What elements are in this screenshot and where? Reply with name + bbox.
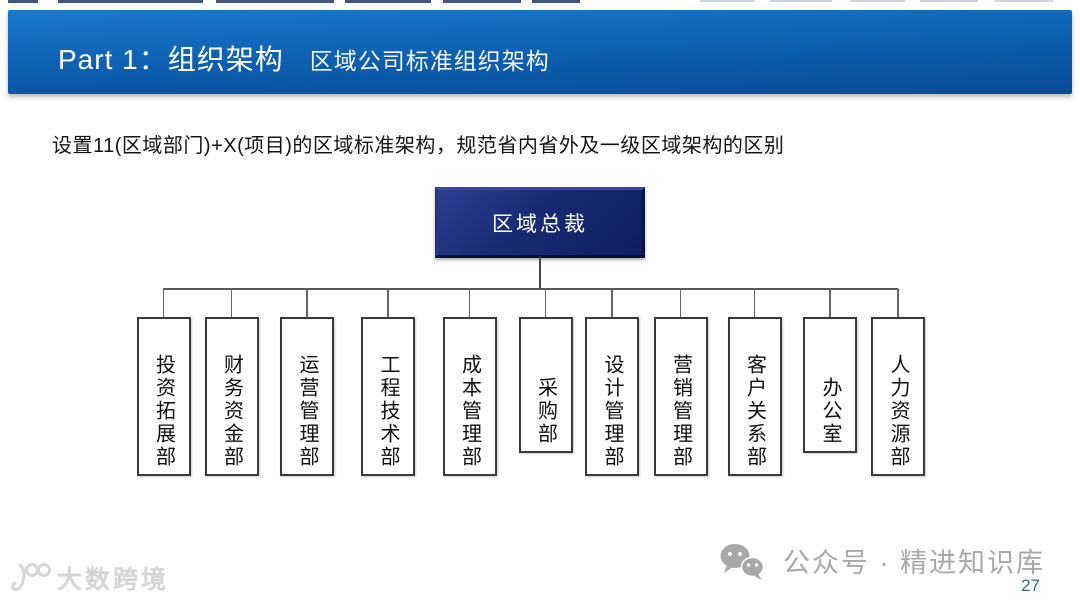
slide-header-banner: Part 1：组织架构 区域公司标准组织架构: [8, 10, 1072, 94]
dept-label: 客户关系部: [743, 354, 766, 469]
connector-drop-line: [306, 289, 308, 318]
top-edge-artifact: [995, 0, 1053, 2]
connector-drop-line: [544, 289, 547, 318]
top-edge-artifact: [920, 0, 978, 2]
dept-box-5: 成本管理部: [442, 317, 497, 476]
connector-drop-line: [897, 289, 899, 318]
top-edge-artifact: [532, 0, 580, 3]
top-edge-artifact: [345, 0, 431, 3]
connector-drop-line: [468, 289, 471, 318]
dept-label: 设计管理部: [601, 354, 623, 469]
page-number: 27: [1021, 576, 1040, 595]
top-edge-artifact: [58, 0, 203, 3]
slide-description: 设置11(区域部门)+X(项目)的区域标准架构，规范省内省外及一级区域架构的区别: [52, 135, 785, 157]
connector-drop-line: [753, 289, 756, 318]
org-root-box: 区域总裁: [435, 187, 645, 258]
header-subtitle: 区域公司标准组织架构: [309, 48, 550, 74]
dept-box-8: 营销管理部: [653, 317, 708, 476]
part-title: Part 1：组织架构: [58, 44, 284, 75]
dept-label: 办公室: [819, 377, 841, 446]
wechat-account-row: 公众号 · 精进知识库: [719, 543, 1045, 583]
dept-label: 采购部: [534, 377, 557, 446]
dept-label: 营销管理部: [669, 354, 692, 469]
top-edge-artifact: [850, 0, 905, 2]
connector-trunk-line: [539, 257, 541, 288]
connector-drop-line: [611, 289, 613, 318]
top-edge-artifact: [216, 0, 334, 3]
dept-label: 投资拓展部: [152, 354, 175, 469]
watermark: 大数跨境: [10, 560, 169, 596]
dept-box-7: 设计管理部: [585, 317, 639, 476]
dept-box-6: 采购部: [518, 317, 573, 453]
connector-drop-line: [387, 289, 389, 318]
dept-box-3: 运营管理部: [280, 317, 334, 476]
connector-drop-line: [829, 289, 831, 318]
dept-box-11: 人力资源部: [871, 317, 925, 476]
dept-label: 财务资金部: [220, 354, 243, 469]
org-root-label: 区域总裁: [492, 212, 588, 236]
top-edge-artifact: [443, 0, 521, 3]
dept-label: 成本管理部: [458, 354, 481, 469]
dept-label: 人力资源部: [887, 354, 909, 469]
connector-horizontal-line: [163, 288, 898, 290]
dept-box-10: 办公室: [803, 317, 857, 453]
wechat-icon: [720, 544, 765, 580]
watermark-text: 大数跨境: [57, 566, 170, 594]
dept-box-2: 财务资金部: [204, 317, 259, 476]
top-edge-artifact: [770, 0, 832, 2]
dept-label: 工程技术部: [377, 354, 399, 469]
dept-label: 运营管理部: [296, 354, 318, 469]
top-edge-artifact: [8, 0, 38, 3]
dashu-kuajing-logo-icon: [11, 563, 51, 592]
connector-drop-line: [162, 289, 165, 318]
connector-drop-line: [230, 289, 233, 318]
wechat-account-label: 公众号 · 精进知识库: [783, 547, 1045, 578]
dept-box-9: 客户关系部: [727, 317, 782, 476]
dept-box-1: 投资拓展部: [136, 317, 191, 476]
connector-drop-line: [679, 289, 682, 318]
top-edge-artifact: [700, 0, 755, 2]
dept-box-4: 工程技术部: [361, 317, 415, 476]
